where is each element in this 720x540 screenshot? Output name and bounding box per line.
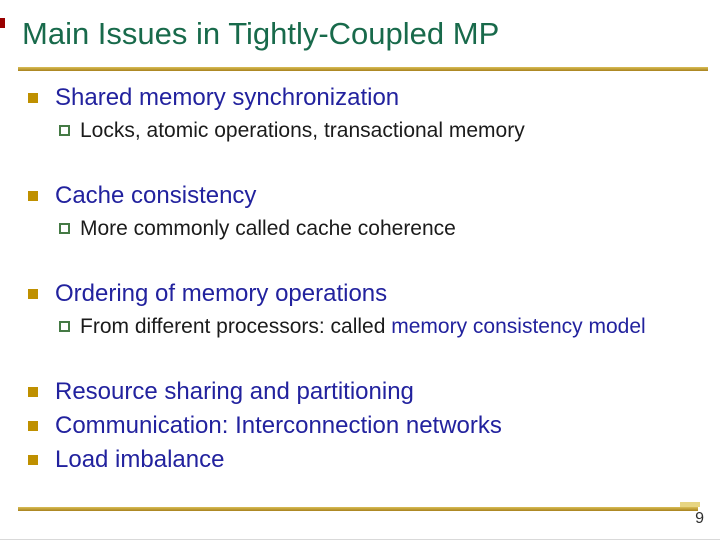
hollow-square-bullet-icon xyxy=(59,223,70,234)
footer-rule xyxy=(18,507,698,511)
bullet-text: Shared memory synchronization xyxy=(55,84,400,111)
sub-bullet-text: From different processors: called memory… xyxy=(80,314,646,339)
slide-title: Main Issues in Tightly-Coupled MP xyxy=(22,16,500,51)
bullet-text: Cache consistency xyxy=(55,182,257,209)
filled-square-bullet-icon xyxy=(28,191,38,201)
filled-square-bullet-icon xyxy=(28,455,38,465)
bullet-row: Load imbalance xyxy=(0,446,710,474)
bullet-row: Cache consistency xyxy=(0,182,710,210)
sub-bullet-text: More commonly called cache coherence xyxy=(80,217,456,240)
bullet-text: Resource sharing and partitioning xyxy=(55,378,414,405)
filled-square-bullet-icon xyxy=(28,421,38,431)
footer-rule-highlight xyxy=(680,502,700,507)
bullet-text: Communication: Interconnection networks xyxy=(55,412,502,439)
bullet-row: Resource sharing and partitioning xyxy=(0,378,710,406)
sub-bullet-row: More commonly called cache coherence xyxy=(0,216,710,241)
filled-square-bullet-icon xyxy=(28,93,38,103)
left-edge-red-square xyxy=(0,18,5,28)
hollow-square-bullet-icon xyxy=(59,125,70,136)
bullet-text: Load imbalance xyxy=(55,446,225,473)
sub-bullet-text-prefix: From different processors: called xyxy=(80,315,392,338)
bullet-row: Shared memory synchronization xyxy=(0,84,710,112)
sub-bullet-row: Locks, atomic operations, transactional … xyxy=(0,118,710,143)
bullet-row: Communication: Interconnection networks xyxy=(0,412,710,440)
filled-square-bullet-icon xyxy=(28,289,38,299)
hollow-square-bullet-icon xyxy=(59,321,70,332)
filled-square-bullet-icon xyxy=(28,387,38,397)
page-number: 9 xyxy=(695,510,704,527)
bullet-row: Ordering of memory operations xyxy=(0,280,710,308)
sub-bullet-text-highlight: memory consistency model xyxy=(391,315,646,338)
title-underline-rule xyxy=(18,67,708,71)
sub-bullet-row: From different processors: called memory… xyxy=(0,314,710,339)
sub-bullet-text: Locks, atomic operations, transactional … xyxy=(80,119,525,142)
bullet-text: Ordering of memory operations xyxy=(55,280,388,307)
